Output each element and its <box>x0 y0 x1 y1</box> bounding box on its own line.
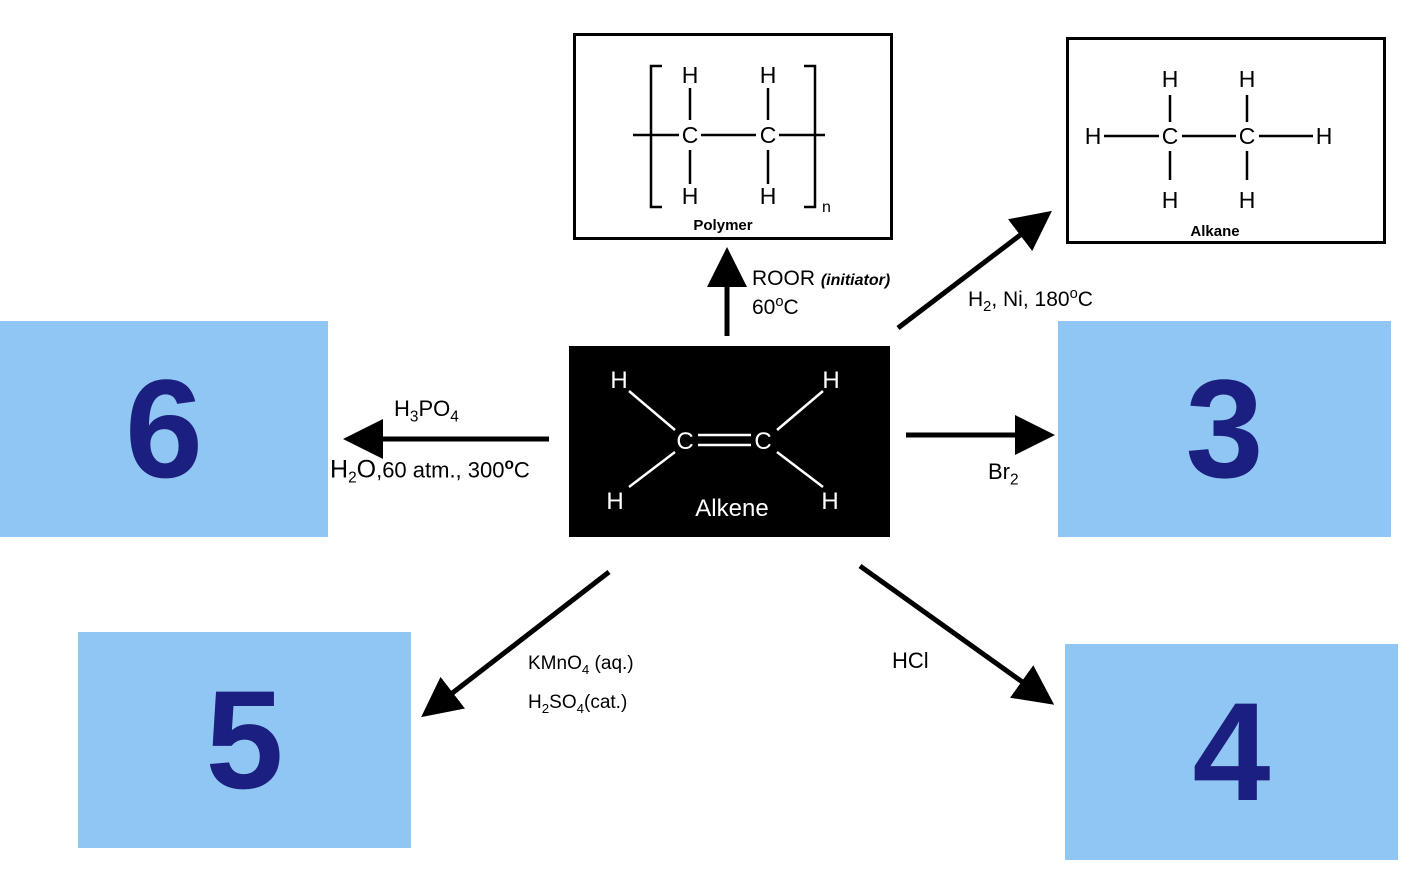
polymer-structure: H H C C H H n Polymer <box>633 62 831 234</box>
degree-sup: o <box>504 456 514 473</box>
h-text: H <box>394 396 410 421</box>
h-text: H <box>528 692 542 713</box>
reagent-hydrogenation: H2, Ni, 180oC <box>968 287 1093 315</box>
answer-box-6: 6 <box>0 321 328 537</box>
atom-h: H <box>1162 66 1179 92</box>
alkene-structure: H H C C H H Alkene <box>606 367 839 522</box>
reagent-h3po4: H3PO4 <box>394 398 459 425</box>
answer-number-6: 6 <box>125 350 203 507</box>
arrow-lower-left <box>421 570 611 718</box>
polymer-box: H H C C H H n Polymer <box>573 33 893 240</box>
o-text: O <box>356 455 377 484</box>
conditions-text: ,60 atm., 300 <box>376 457 505 483</box>
atom-c: C <box>682 122 699 148</box>
reagent-roor-text: ROOR <box>752 267 821 290</box>
reagent-temp-60: 60oC <box>752 295 799 318</box>
reagent-roor: ROOR (initiator) <box>752 268 890 289</box>
atom-h: H <box>682 183 699 209</box>
alkane-box: H H H C C H H H Alkane <box>1066 37 1386 244</box>
answer-box-3: 3 <box>1058 321 1391 537</box>
sub-2: 2 <box>983 299 992 316</box>
atom-h: H <box>610 367 627 394</box>
atom-h: H <box>1316 123 1333 149</box>
reagent-water-conditions: H2O,60 atm., 300oC <box>330 457 530 486</box>
atom-h: H <box>606 488 623 515</box>
h-text: H <box>968 288 984 311</box>
sub-3: 3 <box>409 408 419 426</box>
alkane-structure: H H H C C H H H Alkane <box>1085 66 1333 240</box>
answer-box-5: 5 <box>78 632 411 848</box>
atom-c: C <box>676 428 693 455</box>
reagent-h2so4: H2SO4(cat.) <box>528 693 627 715</box>
polymer-label: Polymer <box>693 217 752 234</box>
degree-sup: o <box>1069 286 1078 302</box>
reagent-br2: Br2 <box>988 461 1019 488</box>
br-text: Br <box>988 459 1010 484</box>
polymer-subscript: n <box>822 199 831 216</box>
answer-number-4: 4 <box>1192 673 1271 830</box>
atom-h: H <box>1239 187 1256 213</box>
atom-h: H <box>760 183 777 209</box>
answer-number-5: 5 <box>205 661 284 818</box>
sub-2: 2 <box>541 700 550 716</box>
po-text: PO <box>418 396 451 421</box>
arrow-lower-right <box>858 563 1055 705</box>
right-bracket <box>804 64 817 209</box>
temp-unit: C <box>1077 288 1093 311</box>
sub-2: 2 <box>1010 471 1019 489</box>
sub-4: 4 <box>450 408 459 426</box>
aq-text: (aq.) <box>589 653 634 674</box>
temp-value: 60 <box>752 296 776 319</box>
reagent-kmno4: KMnO4 (aq.) <box>528 654 634 676</box>
ni-temp: , Ni, 180 <box>991 288 1070 311</box>
alkene-box: H H C C H H Alkene <box>569 346 890 537</box>
temp-unit: C <box>513 457 530 483</box>
atom-h: H <box>1239 66 1256 92</box>
alkane-label: Alkane <box>1190 223 1239 240</box>
kmno-text: KMnO <box>528 653 582 674</box>
degree-sup: o <box>775 294 784 310</box>
answer-box-4: 4 <box>1065 644 1398 860</box>
so-text: SO <box>549 692 577 713</box>
sub-4: 4 <box>576 700 584 716</box>
sub-4: 4 <box>581 661 590 677</box>
sub-2: 2 <box>348 469 357 487</box>
alkene-label: Alkene <box>695 495 768 522</box>
atom-c: C <box>1162 123 1179 149</box>
temp-unit: C <box>783 296 799 319</box>
atom-h: H <box>821 488 838 515</box>
cat-text: (cat.) <box>584 692 628 713</box>
atom-h: H <box>822 367 839 394</box>
atom-h: H <box>682 62 699 88</box>
atom-c: C <box>760 122 777 148</box>
left-bracket <box>649 64 662 209</box>
reagent-initiator: (initiator) <box>820 272 891 289</box>
answer-number-3: 3 <box>1185 350 1264 507</box>
atom-h: H <box>1085 123 1102 149</box>
reagent-hcl: HCl <box>892 648 929 673</box>
atom-c: C <box>1239 123 1256 149</box>
h-text: H <box>330 455 349 484</box>
atom-c: C <box>754 428 771 455</box>
atom-h: H <box>1162 187 1179 213</box>
atom-h: H <box>760 62 777 88</box>
